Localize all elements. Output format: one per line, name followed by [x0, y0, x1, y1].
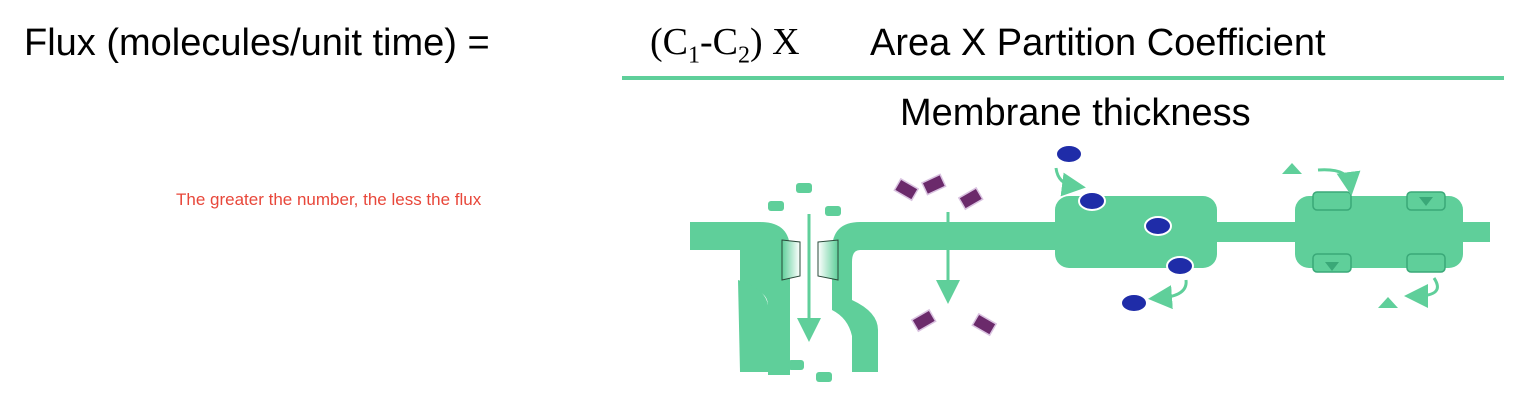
flux-note: The greater the number, the less the flu… [176, 190, 482, 209]
channel-gate-left [781, 239, 801, 281]
concentration-difference: (C1-C2) X [650, 20, 800, 70]
channel-right-wall [832, 222, 1060, 372]
numerator-area-partition: Area X Partition Coefficient [870, 22, 1326, 64]
lipid-molecule [920, 173, 947, 196]
carrier-slot [1312, 191, 1352, 211]
lipid-molecule [971, 312, 998, 337]
carrier-dot [1055, 144, 1083, 164]
triangle-molecule [1378, 297, 1398, 308]
carrier2-arrow-out [1404, 277, 1439, 308]
carrier-dot [1120, 293, 1148, 313]
small-molecules [768, 183, 841, 382]
lipid-molecule [893, 177, 920, 202]
carrier-arrow-out [1148, 279, 1188, 310]
small-molecule [816, 372, 832, 382]
carrier-slot [1406, 253, 1446, 273]
denominator: Membrane thickness [900, 92, 1251, 134]
carrier-dot [1144, 216, 1172, 236]
carrier-dot [1078, 191, 1106, 211]
lipid-molecule [957, 186, 984, 211]
conc-sub-1: 1 [688, 42, 700, 69]
carrier-dots [1055, 144, 1194, 313]
lipid-molecule [910, 308, 937, 333]
conc-dash: -C [700, 21, 738, 63]
carrier-dot [1166, 256, 1194, 276]
channel-gate-right [817, 239, 839, 281]
small-molecule [788, 360, 804, 370]
triangle-molecule [1419, 197, 1433, 206]
conc-close: ) X [750, 21, 800, 63]
fraction-bar [622, 76, 1504, 80]
conc-open: (C [650, 21, 688, 63]
lipid-molecules [893, 173, 998, 337]
carrier-protein-2 [1295, 196, 1463, 268]
small-molecule [825, 206, 841, 216]
triangle-molecule [1282, 163, 1302, 174]
carrier2-arrow-in [1317, 168, 1361, 196]
small-molecule [796, 183, 812, 193]
channel-left-lower [738, 280, 768, 372]
triangle-molecule [1325, 262, 1339, 271]
flux-label: Flux (molecules/unit time) = [24, 22, 490, 64]
small-molecule [768, 201, 784, 211]
channel-left-wall [690, 222, 790, 375]
carrier-arrow-in [1054, 167, 1086, 197]
carrier-protein-1 [1055, 196, 1217, 268]
conc-sub-2: 2 [738, 42, 750, 69]
